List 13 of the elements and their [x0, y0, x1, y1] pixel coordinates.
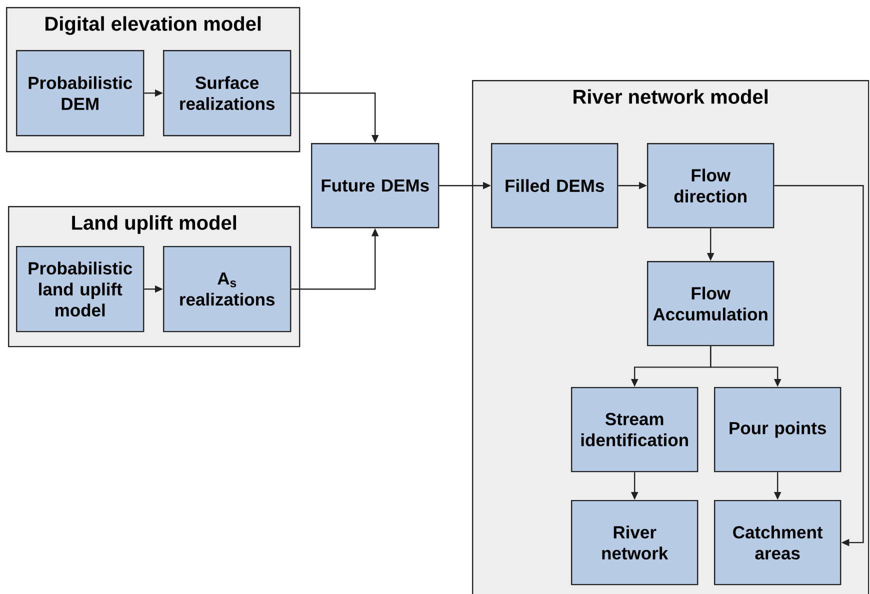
process-box: Future DEMs: [311, 143, 440, 228]
arrow: [774, 185, 864, 546]
process-box: River network: [571, 500, 698, 586]
process-box: Flow direction: [647, 143, 774, 228]
process-box: A$_{s}$ realizations: [163, 246, 292, 332]
process-box: Probabilistic land uplift model: [16, 246, 144, 332]
process-box: Probabilistic DEM: [16, 50, 144, 136]
process-box: Surface realizations: [163, 50, 292, 136]
process-box: Pour points: [714, 386, 842, 472]
process-box: Filled DEMs: [491, 143, 618, 228]
process-box: Stream identification: [571, 386, 698, 472]
process-box: Catchment areas: [714, 500, 842, 586]
process-box: Flow Accumulation: [647, 260, 774, 346]
